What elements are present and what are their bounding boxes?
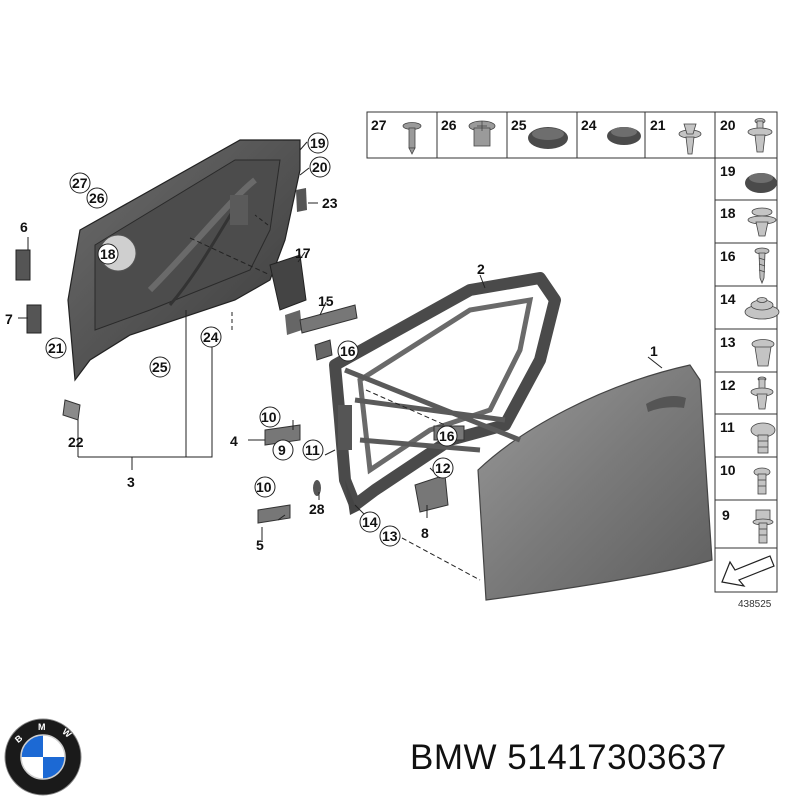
- table-label-13: 13: [720, 334, 736, 350]
- table-label-9: 9: [722, 507, 730, 523]
- callout-circle-20: 20: [309, 156, 331, 178]
- table-label-18: 18: [720, 205, 736, 221]
- svg-text:13: 13: [382, 528, 398, 544]
- callout-5: 5: [256, 537, 264, 553]
- callout-circle-21: 21: [45, 337, 67, 359]
- plug-19-icon: [745, 173, 777, 193]
- direction-arrow-icon: [721, 555, 775, 587]
- clip-14-icon: [744, 297, 780, 320]
- caption: BMW 51417303637: [410, 738, 795, 788]
- bolt-10-icon: [753, 467, 771, 495]
- screw-27-icon: [402, 122, 422, 155]
- callout-circle-18: 18: [97, 243, 119, 265]
- callout-circle-27: 27: [69, 172, 91, 194]
- callout-28: 28: [309, 501, 325, 517]
- svg-text:27: 27: [72, 175, 88, 191]
- callout-22: 22: [68, 434, 84, 450]
- svg-text:26: 26: [89, 190, 105, 206]
- callout-15: 15: [318, 293, 334, 309]
- callout-8: 8: [421, 525, 429, 541]
- callout-circle-26: 26: [86, 187, 108, 209]
- callout-1: 1: [650, 343, 658, 359]
- clip-18-icon: [747, 207, 777, 237]
- callout-3: 3: [127, 474, 135, 490]
- callout-7: 7: [5, 311, 13, 327]
- callout-6: 6: [20, 219, 28, 235]
- table-label-11: 11: [720, 419, 735, 435]
- nut-26-icon: [468, 120, 496, 147]
- callout-circle-19: 19: [307, 132, 329, 154]
- table-label-20: 20: [720, 117, 736, 133]
- callout-circle-16a: 16: [337, 340, 359, 362]
- svg-text:24: 24: [203, 329, 219, 345]
- callout-circle-16b: 16: [436, 425, 458, 447]
- bmw-logo: B M W: [4, 718, 82, 796]
- svg-text:19: 19: [310, 135, 326, 151]
- caption-part-number: 51417303637: [507, 738, 727, 777]
- callout-4: 4: [230, 433, 238, 449]
- clip-12-icon: [750, 376, 774, 410]
- callout-circle-24: 24: [200, 326, 222, 348]
- callout-circle-11: 11: [302, 439, 324, 461]
- svg-text:9: 9: [278, 442, 286, 458]
- svg-text:B: B: [13, 733, 25, 745]
- svg-text:16: 16: [340, 343, 356, 359]
- door-outer-panel: [477, 356, 713, 601]
- table-label-14: 14: [720, 291, 736, 307]
- parts-table: 27 26 25 24 21 20 19 18 16 14 13 12 11 1…: [366, 111, 780, 610]
- bolt-11-icon: [750, 422, 776, 454]
- svg-text:12: 12: [435, 460, 451, 476]
- callout-17: 17: [295, 245, 311, 261]
- table-label-24: 24: [581, 117, 597, 133]
- svg-text:10: 10: [261, 409, 277, 425]
- clip-20-icon: [747, 118, 773, 153]
- table-label-19: 19: [720, 163, 736, 179]
- svg-text:11: 11: [305, 442, 320, 458]
- plug-25-icon: [528, 127, 568, 149]
- svg-text:16: 16: [439, 428, 455, 444]
- table-label-10: 10: [720, 462, 736, 478]
- callout-circle-25: 25: [149, 356, 171, 378]
- table-label-25: 25: [511, 117, 527, 133]
- clip-13-icon: [751, 339, 775, 367]
- svg-text:20: 20: [312, 159, 328, 175]
- clip-21-icon: [678, 123, 702, 155]
- table-label-27: 27: [371, 117, 387, 133]
- callout-circle-10a: 10: [259, 406, 281, 428]
- callout-circle-14: 14: [359, 511, 381, 533]
- svg-text:10: 10: [256, 479, 272, 495]
- callout-labels: 1 2 3 4 5 6 7 8 9 10 10 11 12 13 14 15 1…: [5, 132, 658, 553]
- callout-2: 2: [477, 261, 485, 277]
- trim-clips: [15, 188, 449, 524]
- table-label-12: 12: [720, 377, 736, 393]
- svg-text:M: M: [38, 722, 46, 732]
- callout-circle-10b: 10: [254, 476, 276, 498]
- table-label-16: 16: [720, 248, 736, 264]
- svg-text:21: 21: [48, 340, 64, 356]
- callout-circle-12: 12: [432, 457, 454, 479]
- plug-24-icon: [607, 127, 641, 145]
- callout-23: 23: [322, 195, 338, 211]
- caption-brand: BMW: [410, 738, 498, 777]
- svg-text:14: 14: [362, 514, 378, 530]
- svg-text:25: 25: [152, 359, 168, 375]
- callout-circle-13: 13: [379, 525, 401, 547]
- table-label-21: 21: [650, 117, 666, 133]
- screw-16-icon: [754, 247, 770, 285]
- callout-circle-9a: 9: [272, 439, 294, 461]
- table-label-26: 26: [441, 117, 457, 133]
- diagram-number: 438525: [738, 599, 772, 610]
- svg-text:18: 18: [100, 246, 116, 262]
- bolt-9-icon: [752, 509, 774, 544]
